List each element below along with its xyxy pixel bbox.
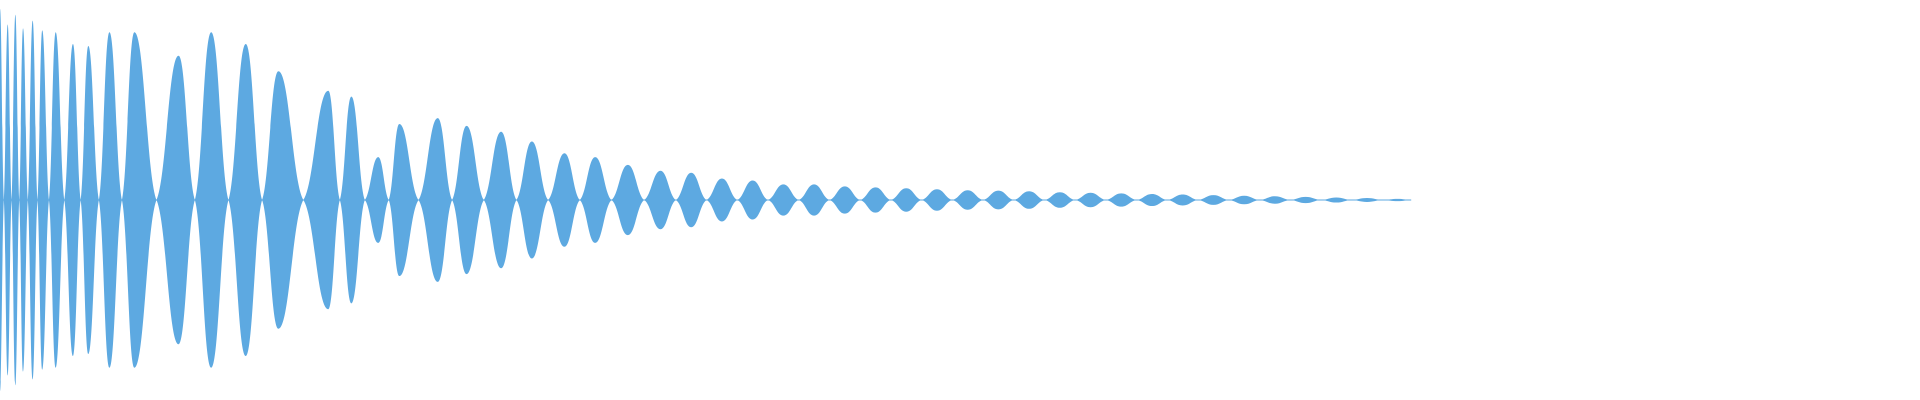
waveform-shape-group xyxy=(0,8,1412,392)
